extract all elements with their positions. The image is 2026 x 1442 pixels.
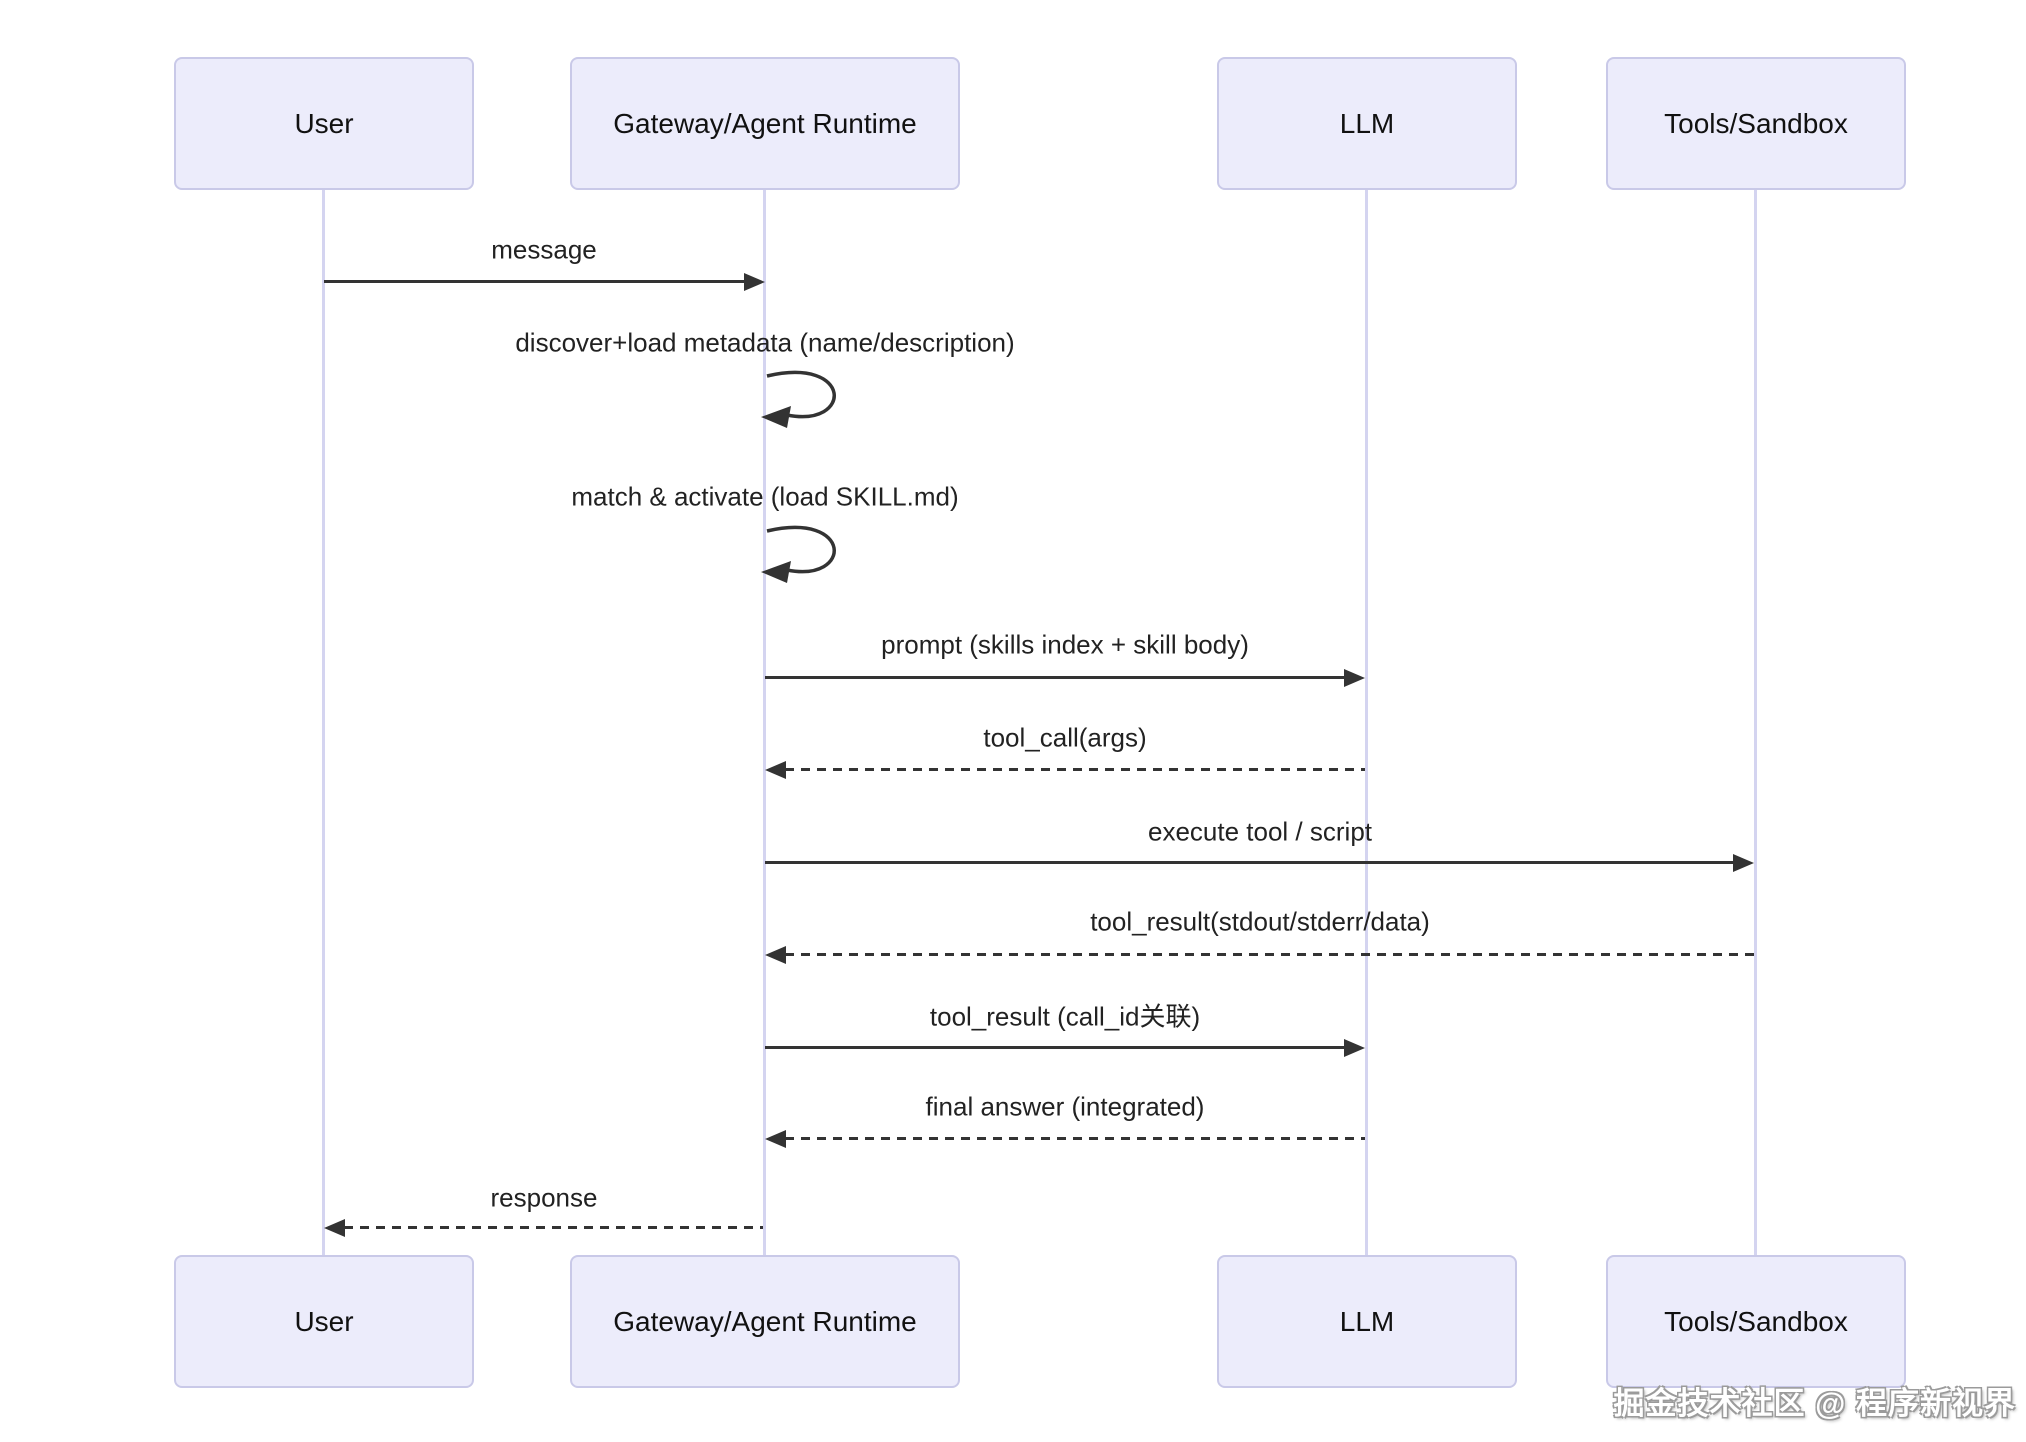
arrowhead-left-icon [765, 760, 786, 779]
message-label-6: execute tool / script [1148, 816, 1372, 847]
message-label-10: response [490, 1182, 598, 1213]
actor-bottom-user: User [174, 1255, 474, 1388]
message-label-8: tool_result (call_id关联) [929, 1001, 1201, 1032]
arrowhead-left-icon [324, 1218, 345, 1237]
message-label-9: final answer (integrated) [925, 1091, 1205, 1122]
message-arrow-8 [765, 1038, 1365, 1057]
actor-top-llm: LLM [1217, 57, 1517, 190]
arrowhead-right-icon [1733, 853, 1754, 872]
message-arrow-10 [324, 1218, 763, 1237]
lifeline-llm [1365, 190, 1368, 1255]
message-label-3: match & activate (load SKILL.md) [571, 481, 959, 512]
message-arrow-5 [765, 760, 1365, 779]
message-label-2: discover+load metadata (name/description… [515, 327, 1015, 358]
lifeline-tools [1754, 190, 1757, 1255]
message-label-4: prompt (skills index + skill body) [881, 629, 1249, 660]
self-loop-arrow-icon [761, 525, 836, 583]
self-loop-arrow-icon [761, 370, 836, 428]
actor-top-user: User [174, 57, 474, 190]
message-arrow-1 [324, 272, 765, 291]
lifeline-gateway [763, 190, 766, 1255]
actor-top-gateway: Gateway/Agent Runtime [570, 57, 960, 190]
message-label-5: tool_call(args) [983, 722, 1147, 753]
arrowhead-right-icon [1344, 1038, 1365, 1057]
message-label-7: tool_result(stdout/stderr/data) [1090, 906, 1430, 937]
message-arrow-4 [765, 668, 1365, 687]
message-label-1: message [491, 234, 597, 265]
watermark: 掘金技术社区 @ 程序新视界 [1613, 1386, 2016, 1421]
message-arrow-6 [765, 853, 1754, 872]
message-arrow-9 [765, 1129, 1365, 1148]
arrowhead-left-icon [765, 1129, 786, 1148]
message-arrow-7 [765, 945, 1754, 964]
actor-bottom-tools: Tools/Sandbox [1606, 1255, 1906, 1388]
arrowhead-left-icon [765, 945, 786, 964]
actor-bottom-llm: LLM [1217, 1255, 1517, 1388]
actor-top-tools: Tools/Sandbox [1606, 57, 1906, 190]
arrowhead-right-icon [1344, 668, 1365, 687]
lifeline-user [322, 190, 325, 1255]
actor-bottom-gateway: Gateway/Agent Runtime [570, 1255, 960, 1388]
arrowhead-right-icon [744, 272, 765, 291]
